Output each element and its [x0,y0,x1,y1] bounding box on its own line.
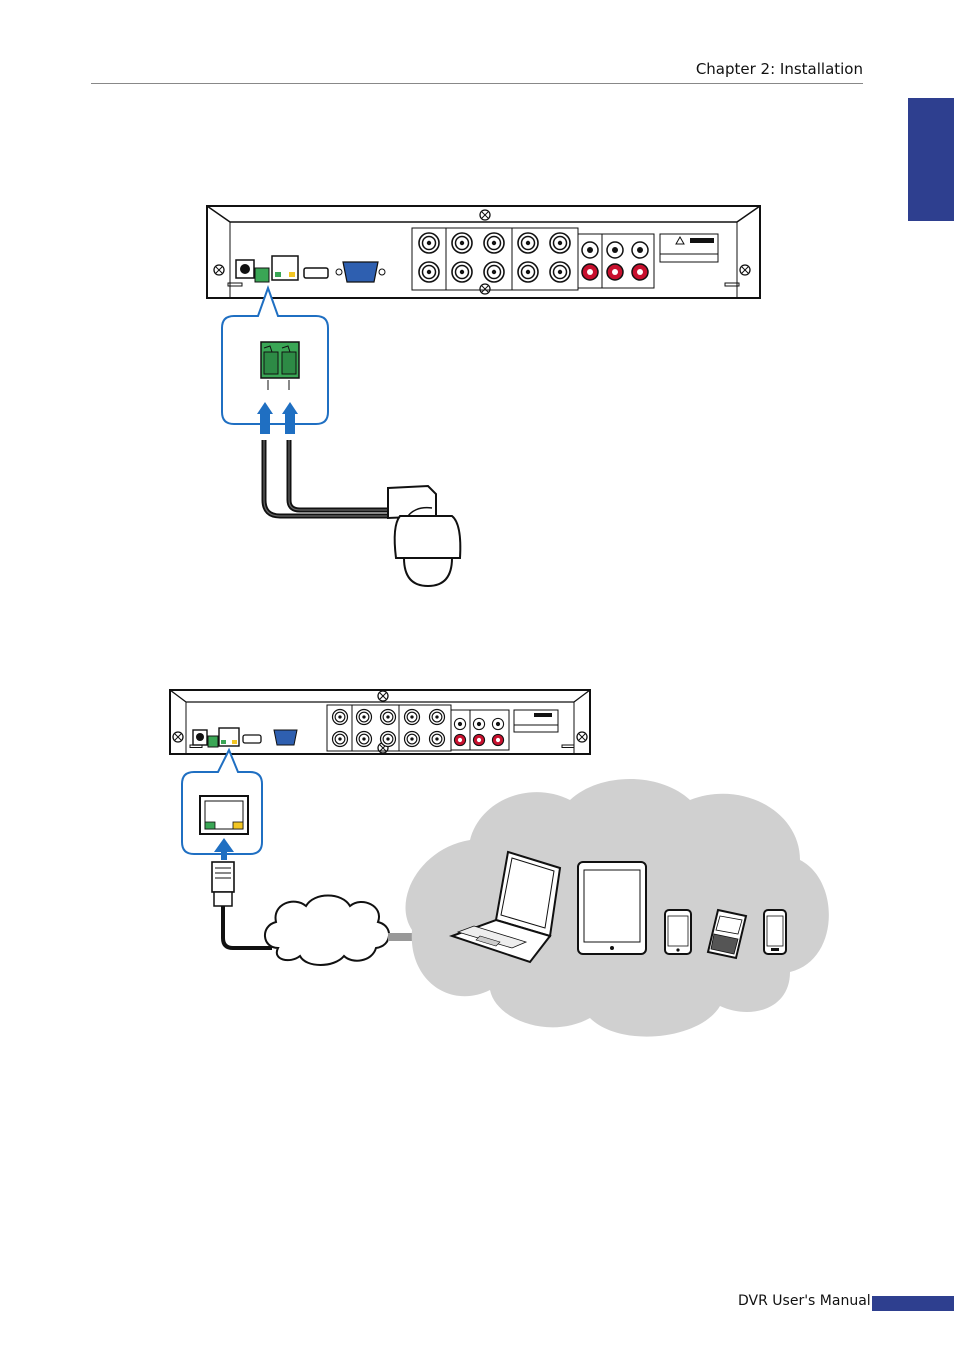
rs485-callout [222,288,328,434]
figure-network [170,690,829,1037]
figure-rs485-ptz [207,206,760,586]
ptz-dome-camera-icon [388,486,460,586]
rj45-plug-icon [212,862,234,906]
rj45-port-icon [200,796,248,834]
dvr-rear-panel-2 [170,690,590,754]
manual-title: DVR User's Manual [738,1293,871,1309]
tablet-icon [578,862,646,954]
lan-callout [182,750,262,860]
smartphone-icon [665,910,691,954]
android-phone-icon [764,910,786,954]
footer-page-tab [872,1296,954,1311]
dvr-rear-panel [207,206,760,298]
internet-cloud-icon [265,896,389,966]
